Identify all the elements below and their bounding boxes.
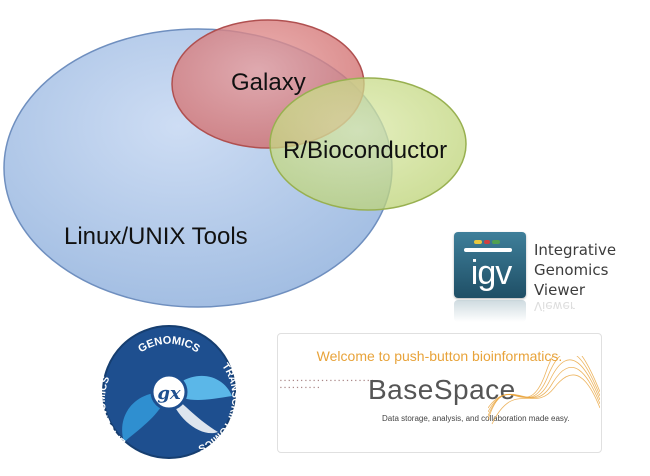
label-linux-unix-tools: Linux/UNIX Tools [64, 223, 248, 250]
label-galaxy: Galaxy [231, 69, 306, 96]
igv-tile: igv [454, 232, 526, 298]
basespace-welcome: Welcome to push-button bioinformatics. [316, 348, 563, 364]
igv-wordmark: Integrative Genomics Viewer Viewer [534, 240, 617, 313]
helix-wave-graphic [488, 356, 600, 425]
igv-logo: igv Integrative Genomics Viewer Viewer [454, 232, 634, 322]
word-cloud-graphic: ▪ ▪ ▪ ▪ ▪ ▪ ▪ ▪ ▪ ▪ ▪ ▪ ▪ ▪ ▪ ▪ ▪ ▪ ▪ ▪ … [280, 378, 374, 391]
logo-center-badge [150, 373, 188, 411]
genomespace-logo: gx GENOMICS EPIGENOMICS TRANSCRIPTOMICS [97, 325, 240, 459]
track-bars-icon [464, 238, 522, 258]
label-bioconductor: R/Bioconductor [283, 137, 447, 164]
basespace-tagline: Data storage, analysis, and collaboratio… [382, 414, 570, 423]
igv-tile-text: igv [470, 254, 512, 292]
basespace-brand: BaseSpace [368, 374, 516, 405]
venn-circle-bioconductor [269, 77, 467, 211]
basespace-banner: Welcome to push-button bioinformatics. ▪… [277, 333, 602, 453]
igv-word-viewer: Viewer [534, 281, 585, 299]
igv-word-reflection: Viewer [534, 299, 575, 313]
logo-swirl-white [169, 392, 218, 434]
igv-word-integrative: Integrative [534, 241, 617, 259]
igv-word-genomics: Genomics [534, 261, 609, 279]
igv-reflection [454, 300, 526, 322]
logo-center-text: gx [157, 383, 181, 404]
